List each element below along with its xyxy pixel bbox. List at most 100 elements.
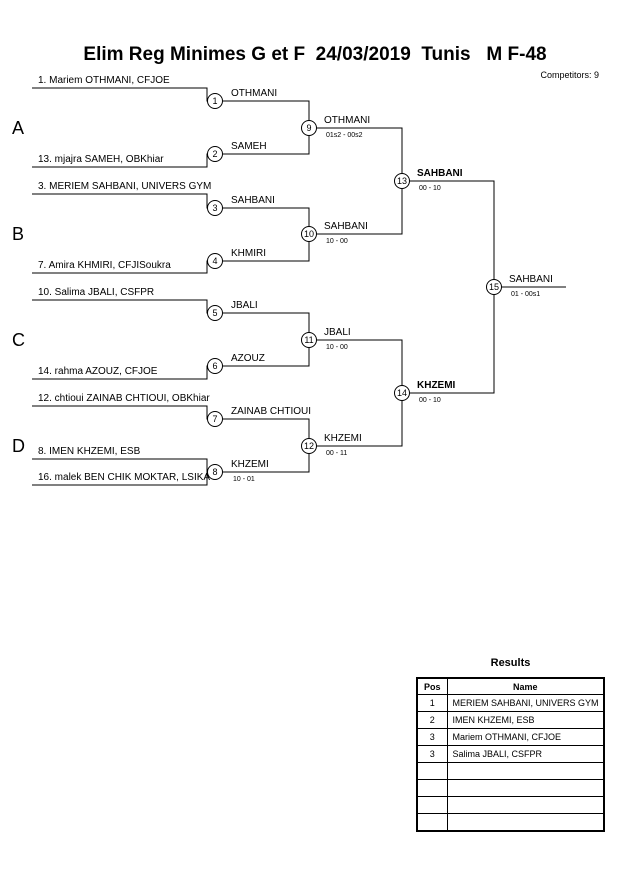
line-m11 [317,339,403,393]
match-number-8: 8 [212,467,217,477]
winner-m2: SAMEH [231,141,267,152]
line-m6 [223,340,310,367]
result-pos: 1 [416,694,448,712]
result-name: Mariem OTHMANI, CFJOE [446,728,605,746]
line-m5 [223,312,310,340]
match-circle-15 [486,279,502,295]
line-m13 [410,180,495,287]
entrant-6: 14. rahma AZOUZ, CFJOE [38,366,158,377]
line-m7 [223,418,310,446]
entrant-3: 3. MERIEM SAHBANI, UNIVERS GYM [38,181,212,192]
table-row [416,762,605,780]
result-name [446,762,605,780]
score-m10: 10 - 00 [326,238,348,245]
entrant-2: 13. mjajra SAMEH, OBKhiar [38,154,164,165]
match-number-4: 4 [212,256,217,266]
match-number-2: 2 [212,149,217,159]
winner-m13: SAHBANI [417,168,463,179]
pool-label-a: A [12,118,25,138]
match-circle-1 [207,93,223,109]
winner-m8: KHZEMI [231,459,269,470]
pool-label-b: B [12,224,25,244]
result-name: Salima JBALI, CSFPR [446,745,605,763]
line-r0-8a [32,458,215,473]
line-m10 [317,181,403,235]
match-number-12: 12 [304,441,314,451]
table-row [416,796,605,814]
line-m3 [223,207,310,234]
result-pos [416,779,448,797]
line-r0-8b [32,472,208,486]
result-pos: 3 [416,745,448,763]
match-circle-4 [207,253,223,269]
entrant-8a: 8. IMEN KHZEMI, ESB [38,446,141,457]
score-m8: 10 - 01 [233,476,255,483]
result-pos: 3 [416,728,448,746]
line-m2 [223,128,310,155]
winner-m5: JBALI [231,300,258,311]
match-circle-7 [207,411,223,427]
winner-m12: KHZEMI [324,433,362,444]
match-number-7: 7 [212,414,217,424]
winner-m10: SAHBANI [324,221,368,232]
line-m4 [223,234,310,262]
line-m14 [410,287,495,394]
result-pos [416,762,448,780]
match-circle-14 [394,385,410,401]
match-circle-5 [207,305,223,321]
match-number-1: 1 [212,96,217,106]
result-name [446,779,605,797]
match-circle-11 [301,332,317,348]
result-name [446,813,605,832]
score-m11: 10 - 00 [326,344,348,351]
score-m13: 00 - 10 [419,185,441,192]
pool-label-d: D [12,436,25,456]
entrant-8b: 16. malek BEN CHIK MOKTAR, LSIKA [38,472,211,483]
line-r1-5 [32,299,215,314]
match-number-5: 5 [212,308,217,318]
winner-m7: ZAINAB CHTIOUI [231,406,312,417]
line-r1-1 [32,87,215,102]
page-title: Elim Reg Minimes G et F 24/03/2019 Tunis… [83,44,547,65]
line-m8 [223,446,310,473]
score-m14: 00 - 10 [419,397,441,404]
entrant-1: 1. Mariem OTHMANI, CFJOE [38,75,170,86]
results-title: Results [490,657,531,669]
table-row [416,813,605,832]
winner-m3: SAHBANI [231,195,275,206]
line-m1 [223,100,310,128]
bracket-lines: 1 2 3 4 5 6 7 8 9 10 11 12 13 14 15 [32,87,566,486]
result-pos: 2 [416,711,448,729]
match-number-6: 6 [212,361,217,371]
result-name [446,796,605,814]
entrant-5: 10. Salima JBALI, CSFPR [38,287,155,298]
match-number-13: 13 [397,176,407,186]
winner-m15: SAHBANI [509,274,553,285]
match-number-3: 3 [212,203,217,213]
match-circle-12 [301,438,317,454]
match-number-11: 11 [304,335,313,345]
results-header-name: Name [446,677,605,695]
match-circle-8 [207,464,223,480]
match-circle-6 [207,358,223,374]
match-circle-10 [301,226,317,242]
winner-m11: JBALI [324,327,351,338]
match-circle-9 [301,120,317,136]
match-circle-13 [394,173,410,189]
entrant-7: 12. chtioui ZAINAB CHTIOUI, OBKhiar [38,393,210,404]
pool-label-c: C [12,330,25,350]
results-header-pos: Pos [416,677,448,695]
score-m15: 01 - 00s1 [511,291,541,298]
winner-m9: OTHMANI [324,115,371,126]
match-number-10: 10 [304,229,314,239]
match-circle-3 [207,200,223,216]
match-number-9: 9 [306,123,311,133]
winner-m14: KHZEMI [417,380,456,391]
line-r1-3 [32,193,215,209]
winner-m1: OTHMANI [231,88,278,99]
line-m9 [317,127,403,181]
